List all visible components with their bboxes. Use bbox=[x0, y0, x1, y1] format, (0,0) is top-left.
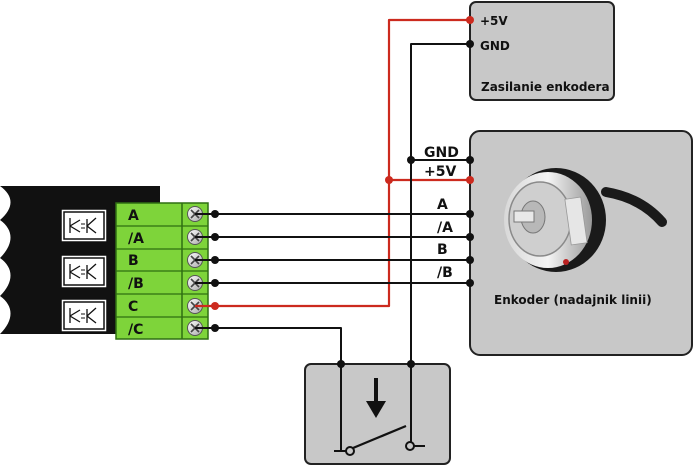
encoder-pin-a-label: A bbox=[437, 197, 448, 213]
optocoupler-3 bbox=[60, 298, 108, 333]
encoder-pin-gnd-label: GND bbox=[424, 145, 459, 161]
junction-dot bbox=[466, 156, 474, 164]
junction-dot bbox=[211, 210, 219, 218]
junction-dot bbox=[466, 210, 474, 218]
junctions bbox=[211, 16, 474, 368]
junction-dot bbox=[407, 360, 415, 368]
optocoupler-2 bbox=[60, 254, 108, 289]
junction-dot bbox=[466, 176, 474, 184]
power-supply-box: +5V GND Zasilanie enkodera bbox=[469, 1, 615, 101]
wire-plus5v bbox=[195, 18, 470, 308]
terminal-block: A /A B /B C /C bbox=[115, 202, 209, 340]
switch-box bbox=[304, 363, 451, 465]
junction-dot bbox=[211, 302, 219, 310]
terminal-label-c: C bbox=[128, 299, 138, 315]
switch-icon bbox=[334, 378, 425, 456]
junction-dot bbox=[385, 176, 393, 184]
junction-dot bbox=[466, 256, 474, 264]
junction-dot bbox=[466, 279, 474, 287]
encoder-pin-b-label: B bbox=[437, 242, 448, 258]
encoder-title: Enkoder (nadajnik linii) bbox=[494, 293, 652, 307]
psu-pin-plus5v-label: +5V bbox=[480, 14, 508, 28]
junction-dot bbox=[211, 324, 219, 332]
psu-pin-gnd-label: GND bbox=[480, 39, 510, 53]
wire-switch-left bbox=[334, 364, 342, 452]
terminal-label-a-inv: /A bbox=[128, 231, 144, 247]
terminal-label-a: A bbox=[128, 208, 139, 224]
encoder-pin-plus5v-label: +5V bbox=[424, 164, 456, 180]
junction-dot bbox=[337, 360, 345, 368]
wire-c-inv bbox=[195, 327, 342, 364]
junction-dot bbox=[211, 256, 219, 264]
junction-dot bbox=[466, 40, 474, 48]
terminal-label-b-inv: /B bbox=[128, 276, 144, 292]
junction-dot bbox=[211, 233, 219, 241]
encoder-box: Enkoder (nadajnik linii) GND +5V A /A B … bbox=[424, 130, 693, 356]
junction-dot bbox=[466, 233, 474, 241]
optocoupler-1 bbox=[60, 208, 108, 243]
encoder-pin-a-inv-label: /A bbox=[437, 220, 453, 236]
wires bbox=[195, 18, 470, 452]
psu-title: Zasilanie enkodera bbox=[481, 80, 610, 94]
encoder-pin-b-inv-label: /B bbox=[437, 265, 453, 281]
junction-dot bbox=[211, 279, 219, 287]
terminal-label-c-inv: /C bbox=[128, 322, 143, 338]
junction-dot bbox=[466, 16, 474, 24]
wire-gnd bbox=[410, 43, 470, 364]
junction-dot bbox=[407, 156, 415, 164]
encoder-image bbox=[504, 168, 667, 272]
terminal-label-b: B bbox=[128, 253, 139, 269]
